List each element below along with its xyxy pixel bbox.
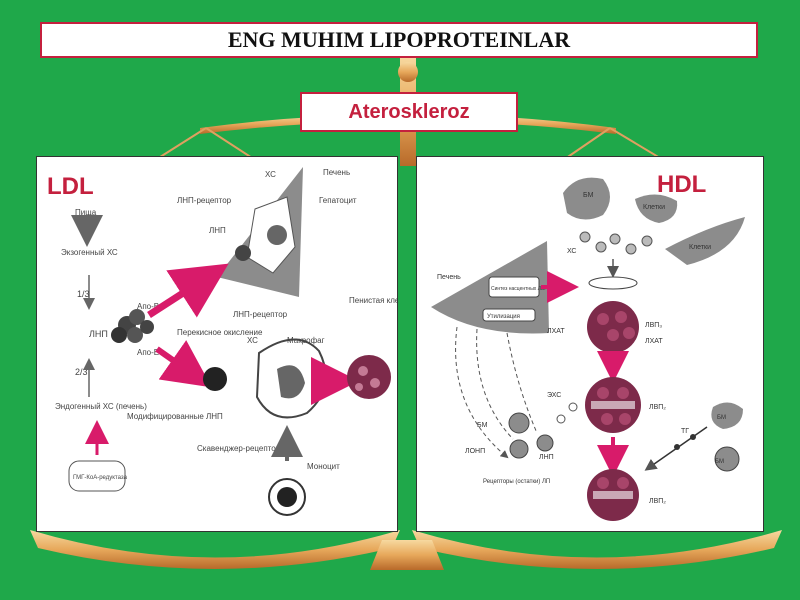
hdl-bm-right-cell xyxy=(711,402,743,429)
ldl-label-xc2: ХС xyxy=(247,336,258,345)
hdl3-particle xyxy=(587,301,639,353)
ldl-particle xyxy=(111,309,154,343)
hdl-bm-cell xyxy=(508,412,530,434)
ldl-label-ldl-top: ЛНП xyxy=(209,226,226,235)
hdl-tag: HDL xyxy=(657,171,707,198)
ldl-modified-particle xyxy=(203,367,227,391)
hdl-label-lcat1: ЛХАТ xyxy=(547,328,565,335)
hdl-label-cells-right: Клетки xyxy=(689,244,711,251)
hdl-bm-right-cell-2 xyxy=(714,446,740,472)
hdl-label-bm-right: БМ xyxy=(717,415,726,421)
hdl-cells-right xyxy=(665,217,745,265)
ldl-label-ldl: ЛНП xyxy=(89,329,108,339)
ldl-liver-particle xyxy=(235,245,251,261)
hdl-label-bm-right2: БМ xyxy=(715,459,724,465)
hdl-label-bm: БМ xyxy=(477,422,488,429)
ldl-foam-cell xyxy=(347,355,391,399)
ldl-label-hmg: ГМГ-КоА-редуктаза xyxy=(73,475,128,481)
hdl-label-cells-top: Клетки xyxy=(643,204,665,211)
slide-subtitle: Ateroskleroz xyxy=(300,92,518,132)
hdl-label-xc: ХС xyxy=(567,248,577,255)
hdl-label-receptors: Рецепторы (остатки) ЛП xyxy=(483,479,550,485)
ldl-label-endo: Эндогенный ХС (печень) xyxy=(55,402,147,411)
ldl-macrophage-nucleus xyxy=(277,365,305,399)
hdl-diagram-panel: HDL БМ Клетки Клетки ХС Печень Синтез на… xyxy=(416,156,764,532)
hdl2-particle xyxy=(585,377,641,433)
ldl-diagram-panel: LDL Пища Экзогенный ХС 1/3 ЛНП Апо-В Апо… xyxy=(36,156,398,532)
ldl-label-hepatocyte: Гепатоцит xyxy=(319,196,357,205)
ldl-label-apo-b: Апо-В xyxy=(137,302,159,311)
hdl-diagram: БМ Клетки Клетки ХС Печень Синтез насцен… xyxy=(431,177,745,521)
ldl-arrow-to-oxidation xyxy=(155,340,212,388)
ldl-label-macrophage: Макрофаг xyxy=(287,336,325,345)
hdl-label-hdl2: ЛВП₂ xyxy=(649,404,666,411)
hdl-return-arc-3 xyxy=(506,332,538,434)
hdl-label-bm-top: БМ xyxy=(583,192,594,199)
ldl-label-liver: Печень xyxy=(323,168,350,177)
hdl-cells-top xyxy=(635,194,678,223)
ldl-label-foam: Пенистая клетка xyxy=(349,296,398,305)
hdl-ldl-cell xyxy=(536,434,554,452)
ldl-label-modified: Модифицированные ЛНП xyxy=(127,412,223,421)
ldl-label-receptor-top: ЛНП-рецептор xyxy=(177,196,232,205)
hdl2b-particle xyxy=(587,469,639,521)
hdl-bm-cell-top xyxy=(563,177,610,220)
hdl-synthesis-box xyxy=(488,276,540,298)
ldl-label-chol-top: ХС xyxy=(265,170,276,179)
ldl-diagram: Пища Экзогенный ХС 1/3 ЛНП Апо-В Апо-Е 2… xyxy=(55,167,398,516)
ldl-label-two-thirds: 2/3 xyxy=(75,367,88,377)
ldl-label-one-third: 1/3 xyxy=(77,289,90,299)
hdl-vldl-cell xyxy=(509,439,529,459)
hdl-uptake-box xyxy=(482,308,536,322)
hdl-nascent-disk xyxy=(588,276,638,290)
hdl-label-tg: ТГ xyxy=(681,428,689,435)
hdl-label-liver: Печень xyxy=(437,274,461,281)
ldl-label-apo-e: Апо-Е xyxy=(137,348,159,357)
ldl-label-exo: Экзогенный ХС xyxy=(61,248,118,257)
hdl-label-lcat2: ЛХАТ xyxy=(645,338,663,345)
ldl-label-monocyte: Моноцит xyxy=(307,462,340,471)
ldl-label-receptor-bottom: ЛНП-рецептор xyxy=(233,310,288,319)
ldl-tag: LDL xyxy=(47,173,94,200)
hdl-label-hdl2b: ЛВП₂ xyxy=(649,498,666,505)
hdl-label-uptake: Утилизация xyxy=(487,314,520,320)
ldl-label-peroxide: Перекисное окисление xyxy=(177,328,263,337)
hdl-label-vldl: ЛОНП xyxy=(465,448,485,455)
hdl-label-ldl: ЛНП xyxy=(539,454,554,461)
hdl-return-arc-2 xyxy=(476,328,514,440)
hdl-return-arc-1 xyxy=(455,326,509,459)
slide-title: ENG MUHIM LIPOPROTEINLAR xyxy=(40,22,758,58)
hdl-label-hdl3: ЛВП₃ xyxy=(645,322,662,329)
ldl-hmg-box xyxy=(68,460,126,492)
ldl-arrow-to-liver xyxy=(147,263,229,318)
hdl-label-synthesis: Синтез насцентных ЛВП xyxy=(491,286,548,292)
ldl-label-food: Пища xyxy=(75,208,97,217)
ldl-nucleus xyxy=(267,225,287,245)
ldl-label-scavenger: Скавенджер-рецептор xyxy=(197,444,281,453)
hdl-label-ehc: ЭХС xyxy=(547,392,561,399)
hdl-chol-dots xyxy=(579,231,653,255)
